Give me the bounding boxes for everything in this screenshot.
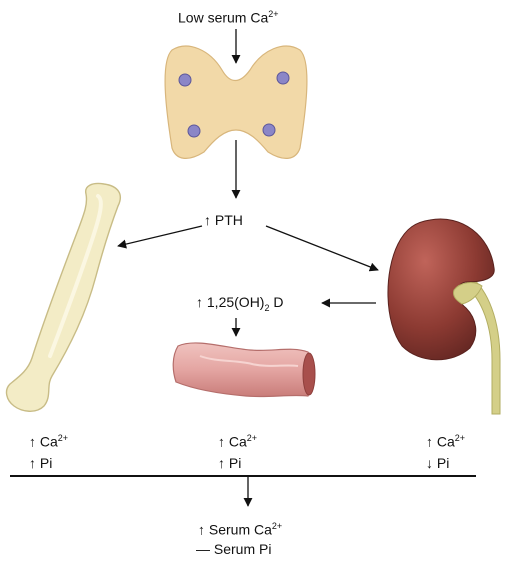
parathyroid-nodule-upper-right	[276, 71, 290, 85]
intestine-lumen-end	[302, 352, 316, 396]
bone-calcium-charge: 2+	[57, 433, 69, 443]
bone-phosphate-label: ↑ Pi	[29, 455, 52, 471]
bone-illustration	[5, 182, 122, 412]
parathyroid-nodule-upper-left	[178, 73, 192, 87]
bone-calcium-text: Ca	[39, 433, 58, 450]
vitamin-d-text: 1,25(OH)	[206, 294, 265, 310]
serum-calcium-text: Serum Ca	[208, 521, 272, 538]
serum-phosphate-dash: —	[196, 541, 210, 557]
kidney-phosphate-label: ↓ Pi	[426, 455, 449, 471]
low-serum-calcium-charge: 2+	[268, 9, 279, 19]
vitamin-d-arrow: ↑	[196, 294, 203, 310]
bone-calcium-arrow: ↑	[29, 433, 36, 450]
vitamin-d-label: ↑ 1,25(OH)2 D	[196, 294, 283, 316]
pth-text: PTH	[214, 212, 243, 228]
low-serum-calcium-text: Low serum Ca	[178, 9, 269, 26]
kidney-illustration	[387, 218, 501, 415]
serum-phosphate-result: — Serum Pi	[196, 541, 271, 557]
intestine-calcium-label: ↑ Ca2+	[218, 430, 257, 450]
kidney-calcium-charge: 2+	[454, 433, 466, 443]
serum-calcium-charge: 2+	[271, 521, 283, 531]
kidney-phosphate-text: Pi	[436, 455, 450, 471]
serum-calcium-arrow: ↑	[198, 521, 205, 538]
kidney-phosphate-arrow: ↓	[426, 455, 433, 471]
pth-label: ↑ PTH	[204, 212, 243, 228]
arrow-pth-to-bone	[117, 225, 203, 249]
intestine-calcium-charge: 2+	[246, 433, 258, 443]
intestine-segment	[172, 342, 314, 398]
kidney-calcium-label: ↑ Ca2+	[426, 430, 465, 450]
intestine-phosphate-arrow: ↑	[218, 455, 225, 471]
renal-pelvis	[453, 282, 483, 305]
intestine-calcium-text: Ca	[228, 433, 247, 450]
ureter	[465, 275, 501, 415]
intestine-fold	[199, 355, 299, 367]
parathyroid-nodule-lower-left	[187, 124, 201, 138]
kidney-body	[387, 218, 495, 361]
serum-phosphate-text: Serum Pi	[213, 541, 272, 557]
intestine-phosphate-text: Pi	[228, 455, 242, 471]
low-serum-calcium-label: Low serum Ca2+	[178, 6, 279, 26]
kidney-calcium-text: Ca	[436, 433, 455, 450]
bone-highlight	[48, 194, 103, 358]
pth-arrow: ↑	[204, 212, 211, 228]
bone-shaft	[5, 182, 122, 412]
bone-phosphate-text: Pi	[39, 455, 53, 471]
intestine-phosphate-label: ↑ Pi	[218, 455, 241, 471]
parathyroid-nodule-lower-right	[262, 123, 276, 137]
intestine-calcium-arrow: ↑	[218, 433, 225, 450]
vitamin-d-subscript: 2	[264, 302, 270, 313]
kidney-calcium-arrow: ↑	[426, 433, 433, 450]
vitamin-d-suffix: D	[269, 294, 284, 310]
parathyroid-gland-illustration	[164, 45, 308, 159]
arrow-pth-to-kidney	[265, 225, 379, 272]
serum-calcium-result: ↑ Serum Ca2+	[198, 518, 282, 538]
bone-calcium-label: ↑ Ca2+	[29, 430, 68, 450]
bone-phosphate-arrow: ↑	[29, 455, 36, 471]
intestine-illustration	[172, 342, 316, 398]
